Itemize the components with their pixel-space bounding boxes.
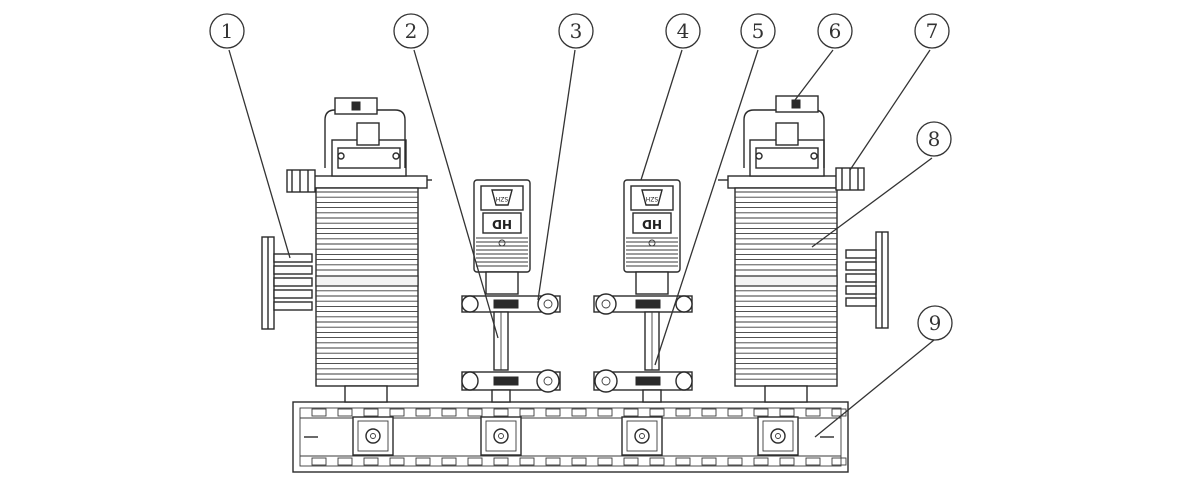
- left-lower-coupling: [461, 369, 561, 403]
- callout-3: 3: [558, 13, 594, 49]
- leader-2: [413, 49, 499, 339]
- right-lower-coupling: [593, 369, 693, 403]
- leader-5: [654, 49, 759, 366]
- callout-2-label: 2: [405, 19, 418, 43]
- leader-9: [814, 339, 935, 438]
- mount-pad-4: [757, 416, 799, 456]
- callout-5-label: 5: [752, 19, 765, 43]
- leader-8: [811, 157, 933, 248]
- left-motor: HD SZH: [473, 179, 531, 295]
- callout-6: 6: [817, 13, 853, 49]
- right-motor: HD SZH: [623, 179, 681, 295]
- callout-1: 1: [209, 13, 245, 49]
- left-shaft-2: [493, 311, 509, 371]
- callout-8: 8: [916, 121, 952, 157]
- callout-7: 7: [914, 13, 950, 49]
- right-side-terminal: [845, 231, 889, 329]
- callout-8-label: 8: [928, 127, 941, 151]
- left-motor-plate-text: HD: [492, 217, 512, 231]
- right-shaft-5: [644, 311, 660, 371]
- right-coupling: [593, 293, 693, 315]
- left-motor-badge-text: SZH: [496, 195, 508, 202]
- left-insulator-column: [300, 97, 432, 403]
- right-insulator-column: [718, 95, 852, 403]
- callout-6-label: 6: [829, 19, 842, 43]
- callout-4: 4: [665, 13, 701, 49]
- callout-9-label: 9: [929, 311, 942, 335]
- callout-9: 9: [917, 305, 953, 341]
- mount-pad-2: [480, 416, 522, 456]
- leader-7: [849, 49, 931, 171]
- right-terminal-7: [835, 167, 865, 191]
- leader-3: [537, 49, 576, 301]
- callout-7-label: 7: [926, 19, 939, 43]
- callout-3-label: 3: [570, 19, 583, 43]
- left-coupling-3: [461, 293, 561, 315]
- callout-4-label: 4: [677, 19, 690, 43]
- left-terminal-7: [286, 169, 316, 193]
- callout-1-label: 1: [221, 19, 234, 43]
- right-motor-plate-text: HD: [642, 217, 662, 231]
- leader-6: [794, 49, 834, 101]
- callout-2: 2: [393, 13, 429, 49]
- base-frame: [292, 401, 849, 473]
- leader-4: [640, 49, 683, 181]
- mount-pad-1: [352, 416, 394, 456]
- right-motor-badge-text: SZH: [646, 195, 658, 202]
- callout-5: 5: [740, 13, 776, 49]
- leader-1: [228, 49, 291, 259]
- left-side-terminal-1: [261, 236, 313, 330]
- callouts: 1 2 3 4 5 6 7 8: [209, 13, 953, 341]
- leader-lines: [228, 49, 935, 438]
- mount-pad-3: [621, 416, 663, 456]
